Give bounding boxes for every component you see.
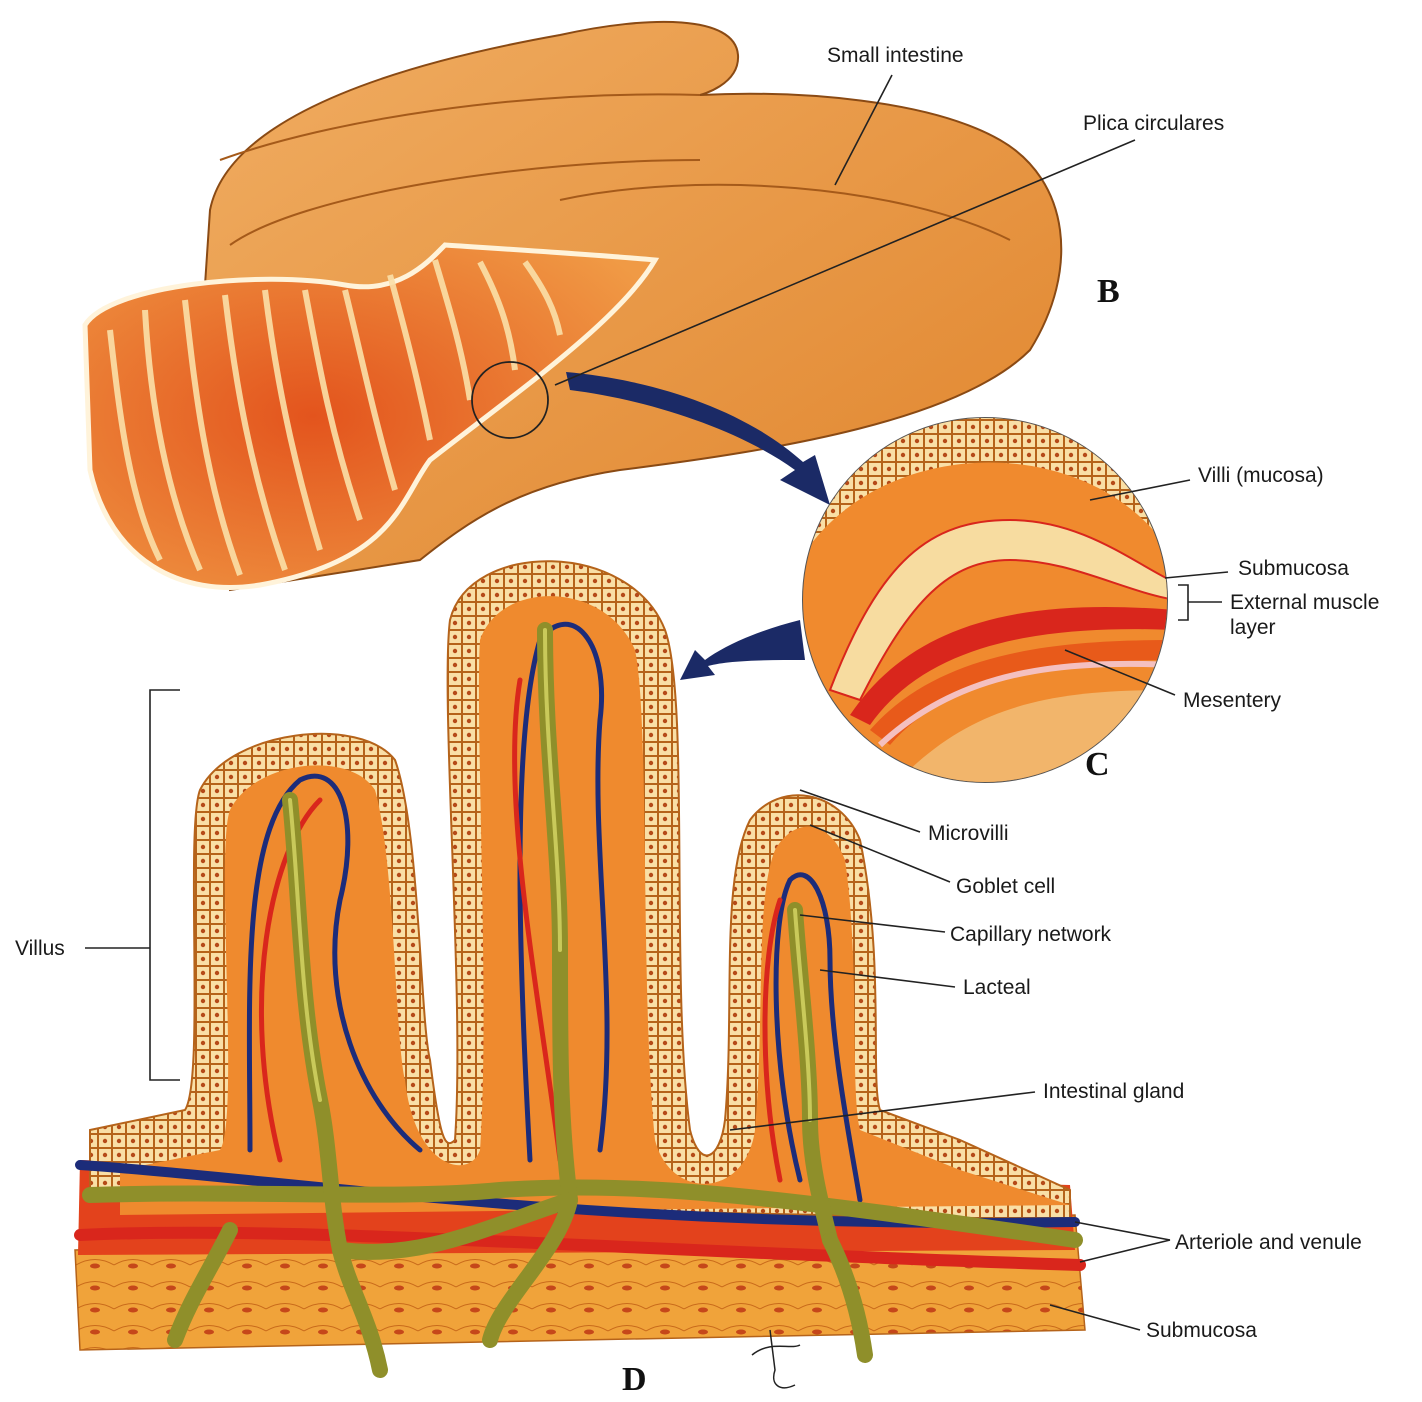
label-submucosa-c: Submucosa: [1238, 557, 1349, 580]
label-mesentery: Mesentery: [1183, 689, 1282, 712]
label-submucosa-d: Submucosa: [1146, 1319, 1257, 1342]
label-intestinal-gland: Intestinal gland: [1043, 1080, 1184, 1103]
panel-letter-d: D: [622, 1361, 647, 1397]
label-goblet-cell: Goblet cell: [956, 875, 1055, 898]
label-villus: Villus: [15, 937, 65, 960]
villus-bracket: [150, 690, 180, 1080]
panel-letter-c: C: [1085, 746, 1110, 783]
label-lacteal: Lacteal: [963, 976, 1031, 999]
label-arteriole-venule: Arteriole and venule: [1175, 1231, 1362, 1254]
label-external-muscle: External muscle: [1230, 591, 1379, 614]
label-plica-circulares: Plica circulares: [1083, 112, 1224, 135]
label-villi-mucosa: Villi (mucosa): [1198, 464, 1324, 487]
label-microvilli: Microvilli: [928, 822, 1009, 845]
label-external-muscle-layer: layer: [1230, 616, 1276, 639]
intestine-wall-section: [800, 415, 1175, 790]
arrow-c-to-d: [680, 620, 805, 680]
label-capillary-network: Capillary network: [950, 923, 1112, 946]
label-small-intestine: Small intestine: [827, 44, 964, 67]
panel-letter-b: B: [1097, 273, 1120, 310]
artist-signature: [752, 1330, 800, 1388]
